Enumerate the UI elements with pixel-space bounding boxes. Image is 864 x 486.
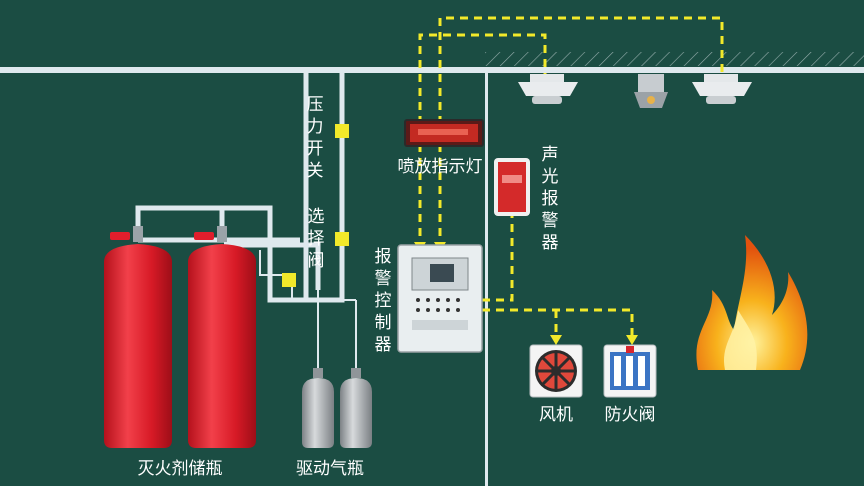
alarm-controller bbox=[397, 244, 483, 353]
selector-valve-label: 选择阀 bbox=[308, 207, 325, 271]
damper-icon bbox=[603, 344, 657, 398]
pressure-switch-marker bbox=[335, 124, 349, 138]
sound-light-alarm-label-text: 声光报警器 bbox=[542, 145, 559, 253]
flame-icon bbox=[696, 235, 808, 370]
pressure-switch-label-text: 压力开关 bbox=[307, 95, 324, 181]
fire-damper-label: 防火阀 bbox=[605, 405, 656, 425]
room-wall bbox=[485, 70, 488, 486]
fan-label: 风机 bbox=[539, 405, 573, 425]
extinguisher-cylinder bbox=[188, 226, 256, 448]
smoke-detector-icon bbox=[518, 74, 578, 104]
selector-valve-label-text: 选择阀 bbox=[308, 207, 325, 271]
drive-gas-bottles-label: 驱动气瓶 bbox=[296, 459, 364, 479]
extinguisher-cylinder bbox=[104, 226, 172, 448]
release-indicator-label: 喷放指示灯 bbox=[398, 157, 483, 177]
alarm-controller-label: 报警控制器 bbox=[375, 247, 392, 355]
heat-detector-icon bbox=[634, 74, 668, 108]
drive-gas-cylinder bbox=[340, 368, 372, 448]
extinguisher-bottles-label: 灭火剂储瓶 bbox=[138, 459, 223, 479]
ceiling bbox=[0, 52, 864, 73]
drive-gas-cylinder bbox=[302, 368, 334, 448]
fan-icon bbox=[529, 344, 583, 398]
sound-light-alarm bbox=[494, 158, 530, 216]
release-indicator-lamp bbox=[404, 119, 484, 147]
smoke-detector-icon bbox=[692, 74, 752, 104]
selector-valve-marker bbox=[335, 232, 349, 246]
alarm-controller-label-text: 报警控制器 bbox=[375, 247, 392, 355]
drive-gas-tubes bbox=[259, 250, 357, 375]
check-valve-marker bbox=[282, 273, 296, 287]
sound-light-alarm-label: 声光报警器 bbox=[542, 145, 559, 253]
pressure-switch-label: 压力开关 bbox=[307, 95, 324, 181]
